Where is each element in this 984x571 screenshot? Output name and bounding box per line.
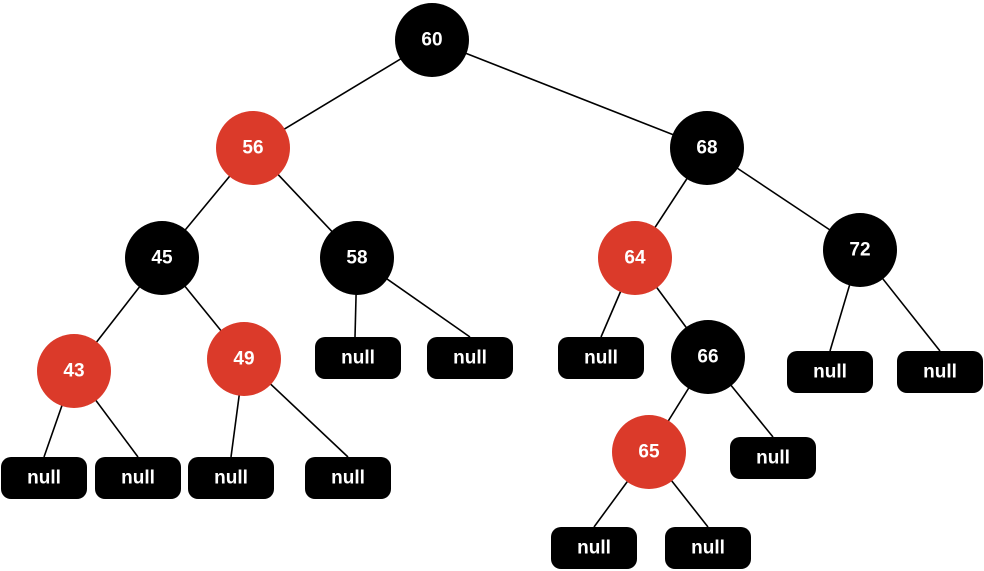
black-node-circle bbox=[823, 213, 897, 287]
null-leaves-layer: null null null null null null null null null null… bbox=[1, 337, 983, 569]
null-leaf-box bbox=[787, 351, 873, 393]
null-leaf-72-right: null bbox=[897, 351, 983, 393]
node-value-label: 64 bbox=[624, 248, 646, 269]
tree-node-72: 72 bbox=[823, 213, 897, 287]
tree-node-68: 68 bbox=[670, 111, 744, 185]
node-value-label: 60 bbox=[421, 30, 442, 51]
node-value-label: 72 bbox=[849, 240, 870, 261]
null-leaf-65-left: null bbox=[551, 527, 637, 569]
tree-node-43: 43 bbox=[37, 334, 111, 408]
null-leaf-label: null bbox=[121, 468, 155, 489]
black-node-circle bbox=[671, 320, 745, 394]
null-leaf-65-right: null bbox=[665, 527, 751, 569]
node-value-label: 65 bbox=[638, 442, 660, 463]
null-leaf-label: null bbox=[813, 362, 847, 383]
red-node-circle bbox=[216, 111, 290, 185]
null-leaf-49-right: null bbox=[305, 457, 391, 499]
red-node-circle bbox=[598, 221, 672, 295]
node-value-label: 49 bbox=[233, 349, 254, 370]
red-node-circle bbox=[612, 415, 686, 489]
null-leaf-label: null bbox=[577, 538, 611, 559]
null-leaf-box bbox=[427, 337, 513, 379]
black-node-circle bbox=[670, 111, 744, 185]
black-node-circle bbox=[320, 221, 394, 295]
null-leaf-box bbox=[1, 457, 87, 499]
tree-node-45: 45 bbox=[125, 221, 199, 295]
null-leaf-box bbox=[305, 457, 391, 499]
node-value-label: 66 bbox=[697, 347, 718, 368]
tree-node-66: 66 bbox=[671, 320, 745, 394]
null-leaf-label: null bbox=[341, 348, 375, 369]
null-leaf-label: null bbox=[453, 348, 487, 369]
null-leaf-label: null bbox=[691, 538, 725, 559]
tree-node-65: 65 bbox=[612, 415, 686, 489]
null-leaf-box bbox=[315, 337, 401, 379]
nodes-layer: 60 56 68 45 58 64 72 43 49 66 65 bbox=[37, 3, 897, 489]
edge-n60-to-n68 bbox=[431, 39, 708, 149]
tree-node-49: 49 bbox=[207, 322, 281, 396]
null-leaf-box bbox=[730, 437, 816, 479]
black-node-circle bbox=[125, 221, 199, 295]
tree-node-64: 64 bbox=[598, 221, 672, 295]
null-leaf-label: null bbox=[331, 468, 365, 489]
red-node-circle bbox=[37, 334, 111, 408]
tree-node-60: 60 bbox=[395, 3, 469, 77]
node-value-label: 56 bbox=[242, 138, 263, 159]
null-leaf-58-right: null bbox=[427, 337, 513, 379]
tree-node-58: 58 bbox=[320, 221, 394, 295]
red-node-circle bbox=[207, 322, 281, 396]
null-leaf-64-left: null bbox=[558, 337, 644, 379]
null-leaf-label: null bbox=[214, 468, 248, 489]
tree-node-56: 56 bbox=[216, 111, 290, 185]
null-leaf-box bbox=[188, 457, 274, 499]
null-leaf-box bbox=[551, 527, 637, 569]
null-leaf-66-right: null bbox=[730, 437, 816, 479]
null-leaf-label: null bbox=[923, 362, 957, 383]
black-node-circle bbox=[395, 3, 469, 77]
node-value-label: 68 bbox=[696, 138, 717, 159]
null-leaf-box bbox=[665, 527, 751, 569]
node-value-label: 58 bbox=[346, 248, 367, 269]
node-value-label: 45 bbox=[151, 248, 173, 269]
null-leaf-58-left: null bbox=[315, 337, 401, 379]
null-leaf-43-right: null bbox=[95, 457, 181, 499]
null-leaf-49-left: null bbox=[188, 457, 274, 499]
null-leaf-72-left: null bbox=[787, 351, 873, 393]
null-leaf-label: null bbox=[756, 448, 790, 469]
null-leaf-box bbox=[897, 351, 983, 393]
null-leaf-label: null bbox=[584, 348, 618, 369]
node-value-label: 43 bbox=[63, 361, 84, 382]
null-leaf-box bbox=[95, 457, 181, 499]
null-leaf-43-left: null bbox=[1, 457, 87, 499]
null-leaf-label: null bbox=[27, 468, 61, 489]
null-leaf-box bbox=[558, 337, 644, 379]
